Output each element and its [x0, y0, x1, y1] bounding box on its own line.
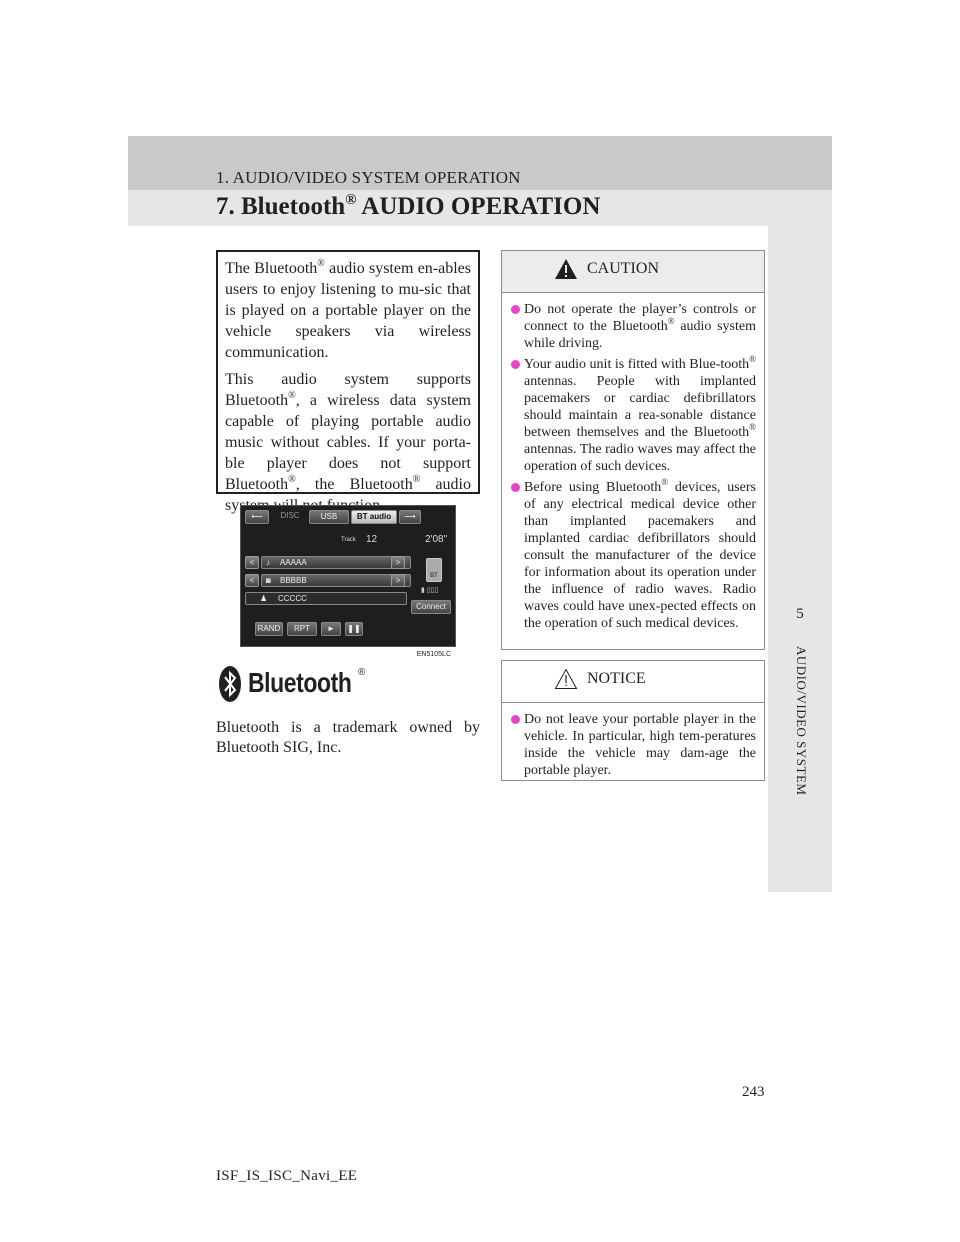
caution-item-1: Do not operate the player’s controls or … [510, 301, 756, 352]
album-row: ♪AAAAA [261, 556, 411, 569]
track-row: ◙BBBBB [261, 574, 411, 587]
page-number: 243 [742, 1084, 765, 1100]
screen-tab-bt-audio: BT audio [351, 510, 397, 524]
caution-title: CAUTION [587, 260, 659, 277]
chapter-number: 5 [796, 606, 804, 622]
disc-icon: ◙ [266, 576, 271, 585]
track-readout: Track 12 2'08" [341, 534, 451, 548]
intro-box: The Bluetooth® audio system en-ables use… [216, 250, 480, 514]
notice-body: Do not leave your portable player in the… [502, 703, 764, 779]
caution-box: CAUTION Do not operate the player’s cont… [501, 250, 765, 650]
chapter-label-wrap: AUDIO/VIDEO SYSTEM [786, 646, 816, 886]
rpt-button: RPT [287, 622, 317, 636]
bullet-dot [511, 305, 520, 314]
trademark-text: Bluetooth is a trademark owned by Blueto… [216, 719, 480, 756]
play-icon: ► [321, 622, 341, 636]
track-time: 2'08" [425, 534, 448, 545]
prev-track-icon: < [245, 574, 259, 587]
notice-item-1: Do not leave your portable player in the… [510, 711, 756, 779]
caution-item-2: Your audio unit is fitted with Blue-toot… [510, 355, 756, 475]
bluetooth-rune-icon [219, 666, 241, 702]
bullet-dot [511, 360, 520, 369]
bluetooth-reg-mark: ® [358, 667, 366, 678]
caution-item-3: Before using Bluetooth® devices, users o… [510, 478, 756, 632]
bullet-dot [511, 715, 520, 724]
bt-device-icon: BT [426, 558, 442, 582]
signal-battery-icon: ▮ ▯▯▯ [421, 587, 439, 594]
chapter-side-tab: 5 AUDIO/VIDEO SYSTEM [768, 226, 832, 892]
bluetooth-logo: Bluetooth ® [218, 665, 368, 705]
footer-doc-code: ISF_IS_ISC_Navi_EE [216, 1168, 358, 1184]
caution-body: Do not operate the player’s controls or … [502, 293, 764, 632]
page-title: 7. Bluetooth® AUDIO OPERATION [216, 192, 601, 220]
prev-album-icon: < [245, 556, 259, 569]
notice-warning-icon [554, 668, 578, 689]
music-note-icon: ♪ [266, 558, 270, 567]
screen-tab-usb: USB [309, 510, 349, 524]
pause-icon: ❚❚ [345, 622, 363, 636]
bt-audio-screen-figure: ⟵ DISC USB BT audio ⟶ Track 12 2'08" < ♪… [240, 505, 456, 658]
forward-arrow-icon: ⟶ [399, 510, 421, 524]
notice-title: NOTICE [587, 670, 646, 687]
title-band [128, 190, 832, 226]
person-icon: ♟ [260, 594, 268, 603]
header-band [128, 136, 832, 190]
track-number: 12 [366, 534, 378, 545]
next-track-icon: > [391, 574, 405, 587]
intro-paragraph-2: This audio system supports Bluetooth®, a… [225, 371, 471, 514]
track-label: Track [341, 537, 356, 543]
artist-row: ♟CCCCC [245, 592, 407, 605]
connect-button: Connect [411, 600, 451, 614]
caution-header: CAUTION [502, 251, 764, 293]
section-label: 1. AUDIO/VIDEO SYSTEM OPERATION [216, 168, 521, 187]
intro-paragraph-1: The Bluetooth® audio system en-ables use… [225, 258, 472, 362]
figure-caption: EN5105LC [414, 651, 453, 658]
back-arrow-icon: ⟵ [245, 510, 269, 524]
bullet-dot [511, 483, 520, 492]
notice-box: NOTICE Do not leave your portable player… [501, 660, 765, 781]
chapter-label: AUDIO/VIDEO SYSTEM [794, 646, 809, 796]
caution-warning-icon [555, 259, 577, 279]
bluetooth-wordmark: Bluetooth [248, 667, 352, 698]
screen-tab-disc: DISC [280, 511, 300, 520]
next-album-icon: > [391, 556, 405, 569]
notice-header: NOTICE [502, 661, 764, 703]
rand-button: RAND [255, 622, 283, 636]
